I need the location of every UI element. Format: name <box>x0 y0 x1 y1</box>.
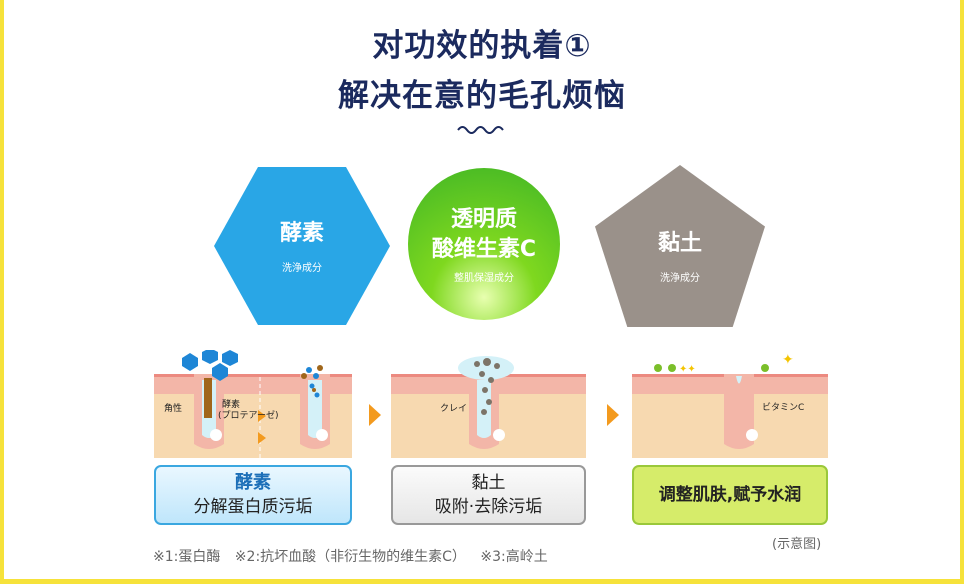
vitamin-c-circle: 透明质 酸维生素C 整肌保湿成分 <box>408 168 560 320</box>
enzyme-label: 酵素 <box>222 400 241 410</box>
vitamin-c-label: ビタミンC <box>762 403 805 413</box>
result-text: 调整肌肤,赋予水润 <box>658 485 802 505</box>
ingredient-name: 酵素 <box>279 220 324 246</box>
ingredient-name-2: 酸维生素C <box>431 236 537 262</box>
svg-text:✦✦: ✦✦ <box>679 364 696 375</box>
footnote: ※1:蛋白酶 ※2:抗坏血酸（非衍生物的维生素C） ※3:高岭土 <box>153 549 548 565</box>
result-text: 吸附·去除污垢 <box>434 497 543 517</box>
ingredient-name-1: 透明质 <box>450 206 517 232</box>
keratin-label: 角性 <box>164 404 183 414</box>
enzyme-sub-label: (プロテアーゼ) <box>218 411 279 421</box>
arrow-right-icon <box>369 404 381 426</box>
result-text: 分解蛋白质污垢 <box>193 497 313 517</box>
result-title: 黏土 <box>471 473 506 493</box>
enzyme-hexagon: 酵素 洗浄成分 <box>214 167 390 325</box>
svg-text:✦: ✦ <box>782 352 794 368</box>
title-line-1: 对功效的执着① <box>372 28 592 64</box>
ingredient-sub: 整肌保湿成分 <box>454 272 514 284</box>
clay-pentagon: 黏土 洗浄成分 <box>595 165 765 327</box>
ingredient-sub: 洗浄成分 <box>282 262 322 274</box>
diagram-note: (示意图) <box>772 537 822 552</box>
clay-pore-diagram <box>391 356 586 458</box>
ingredient-sub: 洗浄成分 <box>660 272 700 284</box>
wave-divider-icon <box>457 126 504 134</box>
arrow-right-icon <box>607 404 619 426</box>
result-title: 酵素 <box>235 472 271 493</box>
title-line-2: 解决在意的毛孔烦恼 <box>338 78 626 114</box>
enzyme-pore-diagram <box>154 350 352 458</box>
vitamin-c-result-box: 调整肌肤,赋予水润 <box>632 465 828 525</box>
clay-label: クレイ <box>440 404 468 414</box>
vitamin-c-skin-diagram: ✦✦ ✦ <box>632 352 828 458</box>
enzyme-result-box: 酵素 分解蛋白质污垢 <box>154 465 352 525</box>
ingredient-name: 黏土 <box>657 230 702 256</box>
clay-result-box: 黏土 吸附·去除污垢 <box>391 465 586 525</box>
